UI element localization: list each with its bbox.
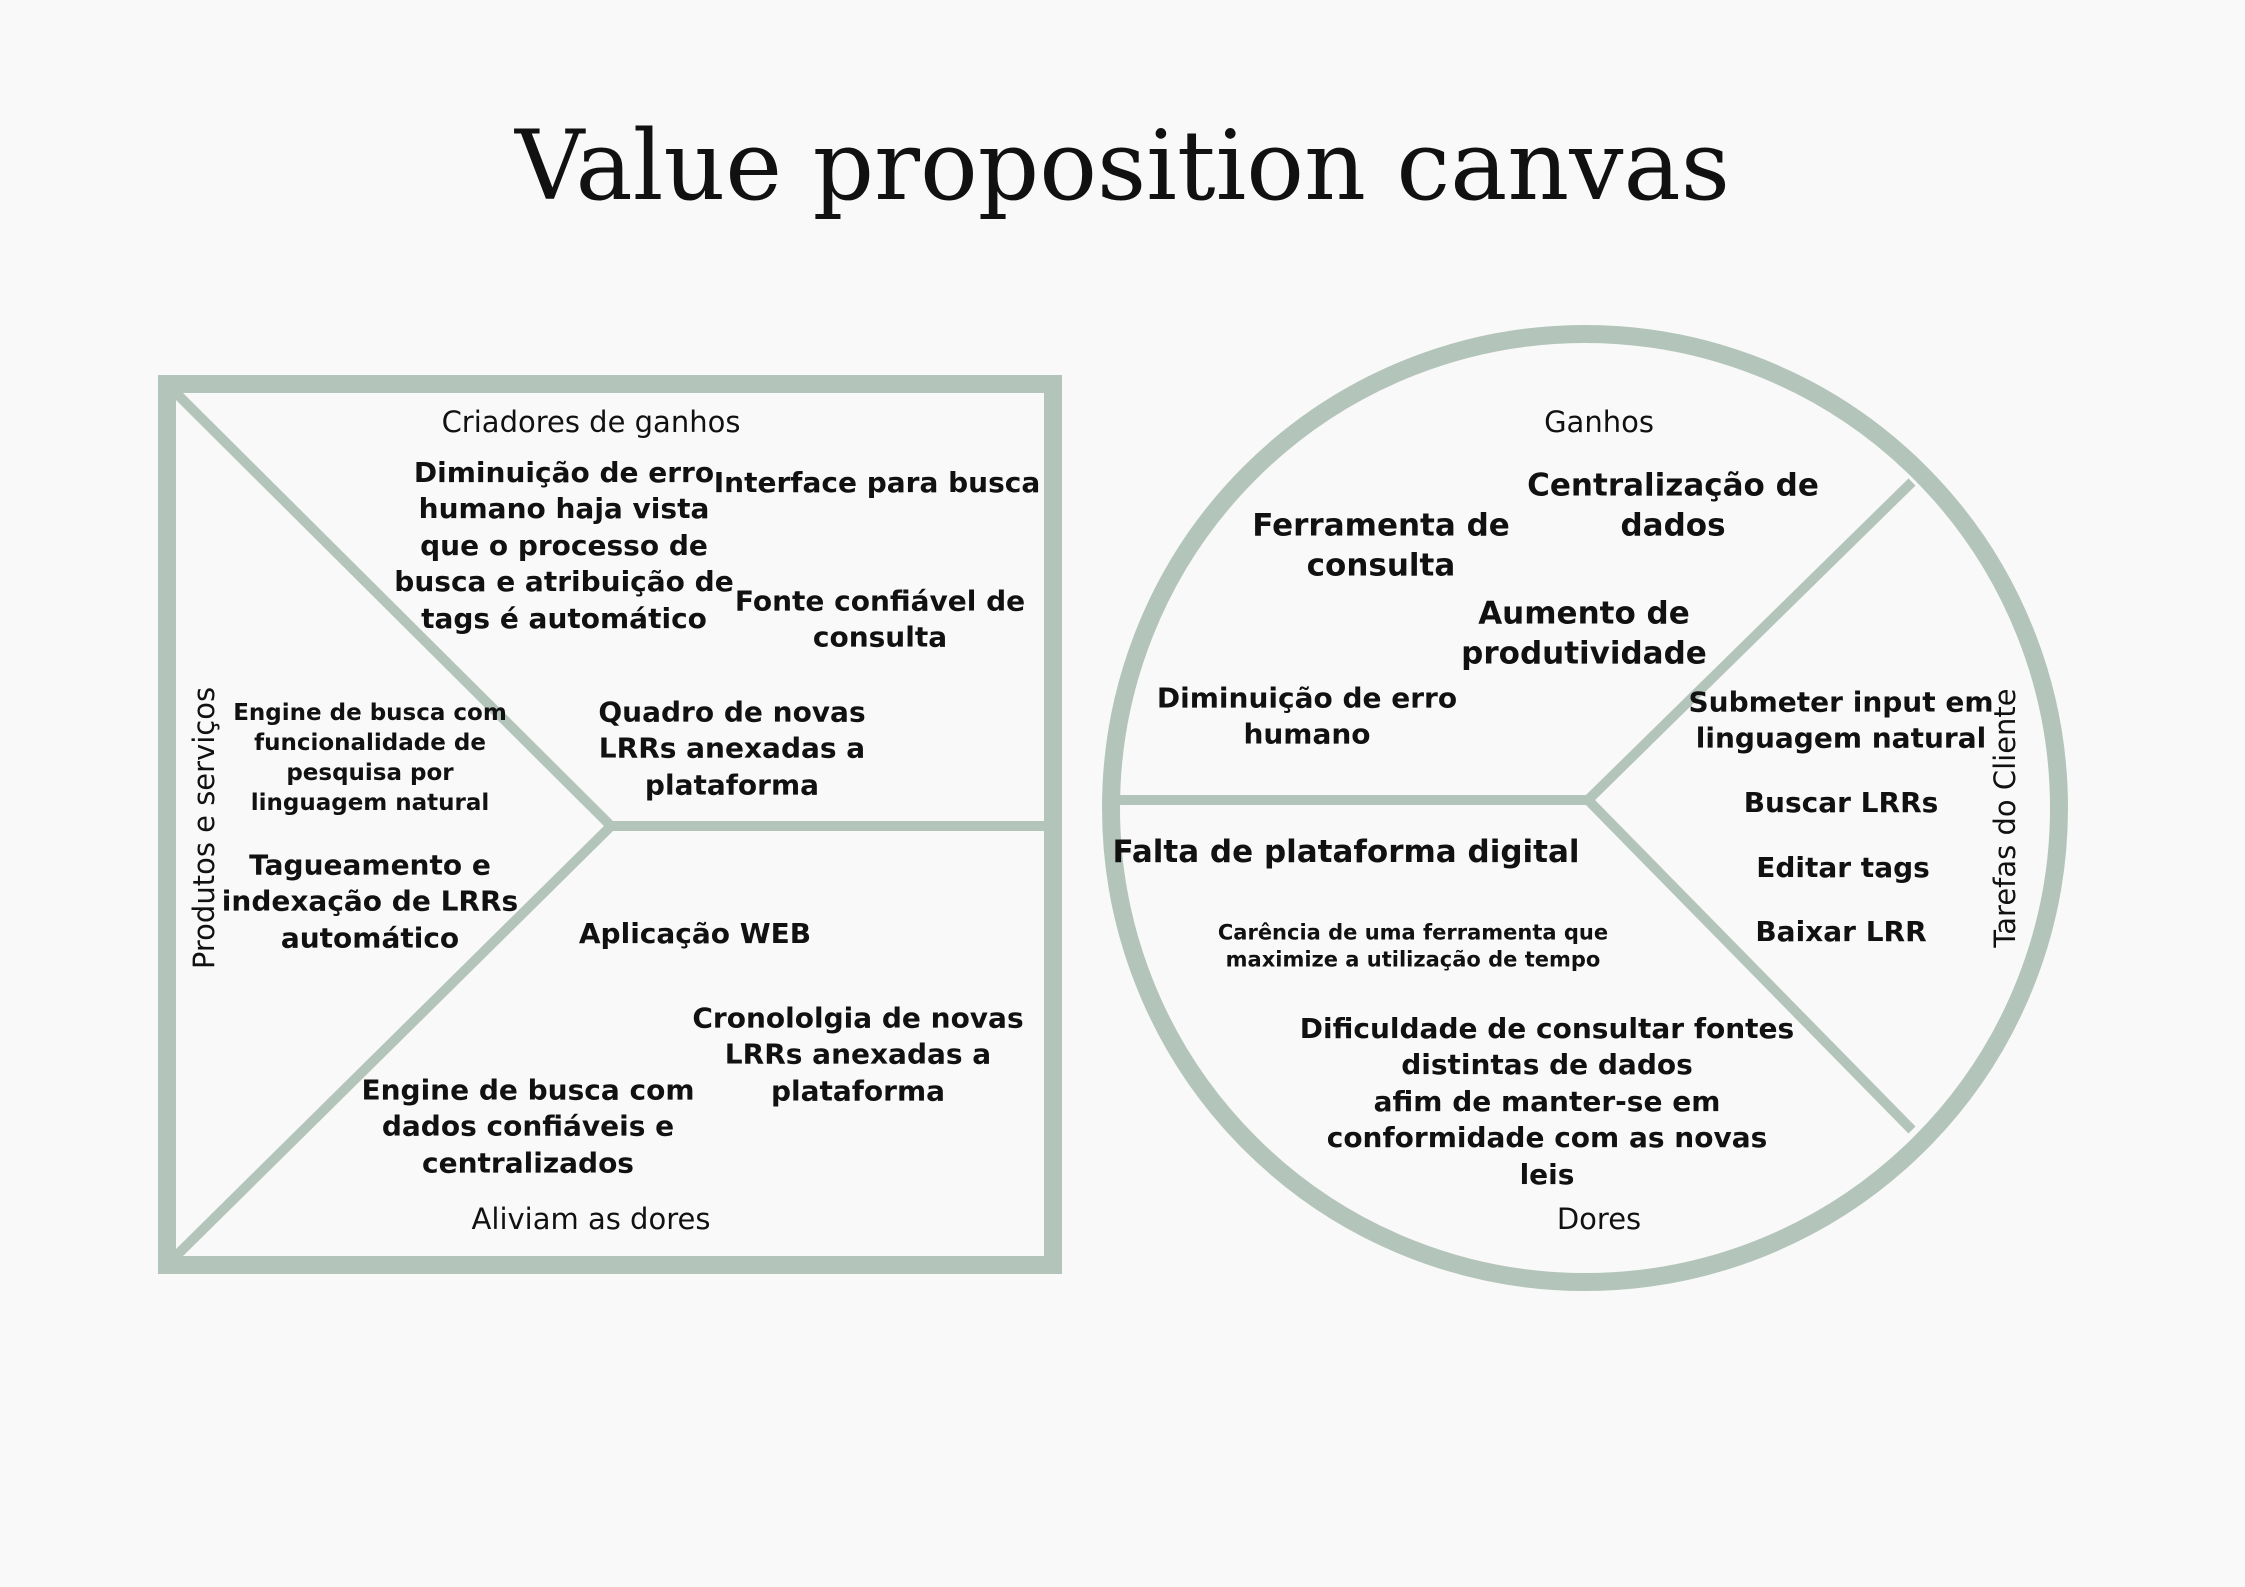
pain-item: Falta de plataforma digital — [1112, 833, 1580, 870]
product-service-item: Tagueamento e indexação de LRRs automáti… — [221, 848, 519, 955]
product-map-frame — [158, 375, 1062, 1274]
gain-creator-item: Fonte confiável de consulta — [734, 584, 1026, 654]
gains-label: Ganhos — [1544, 405, 1654, 440]
pain-item: Carência de uma ferramenta que maximize … — [1217, 920, 1609, 972]
customer-job-item: Baixar LRR — [1755, 914, 1927, 948]
gain-creator-item: Interface para busca — [713, 465, 1041, 499]
customer-job-item: Buscar LRRs — [1743, 785, 1939, 819]
pain-item: Dificuldade de consultar fontes distinta… — [1299, 1012, 1795, 1191]
customer-profile-lower-diagonal — [1584, 796, 1916, 1134]
gain-item: Centralização de dados — [1527, 467, 1819, 544]
pains-label: Dores — [1556, 1202, 1642, 1237]
product-map-upper-diagonal — [172, 389, 615, 830]
gain-creator-item: Quadro de novas LRRs anexadas a platafor… — [598, 695, 866, 802]
gain-item: Ferramenta de consulta — [1252, 507, 1510, 584]
customer-profile-upper-diagonal — [1584, 478, 1916, 804]
product-service-item: Engine de busca com funcionalidade de pe… — [233, 700, 507, 816]
product-map-lower-diagonal — [172, 822, 615, 1260]
customer-job-item: Submeter input em linguagem natural — [1688, 685, 1994, 755]
products-services-label: Produtos e serviços — [187, 686, 222, 970]
pain-reliever-item: Cronololgia de novas LRRs anexadas a pla… — [692, 1001, 1024, 1108]
page-title: Value proposition canvas — [515, 110, 1730, 222]
gain-creator-item: Diminuição de erro humano haja vista que… — [394, 456, 734, 635]
gain-creators-label: Criadores de ganhos — [441, 405, 741, 440]
gain-item: Diminuição de erro humano — [1156, 681, 1458, 751]
pain-reliever-item: Aplicação WEB — [578, 916, 812, 950]
gain-item: Aumento de produtividade — [1461, 595, 1707, 672]
customer-profile-frame — [1102, 325, 2068, 1291]
pain-relievers-label: Aliviam as dores — [471, 1202, 711, 1237]
pain-reliever-item: Engine de busca com dados confiáveis e c… — [361, 1073, 695, 1180]
customer-job-item: Editar tags — [1756, 850, 1930, 884]
